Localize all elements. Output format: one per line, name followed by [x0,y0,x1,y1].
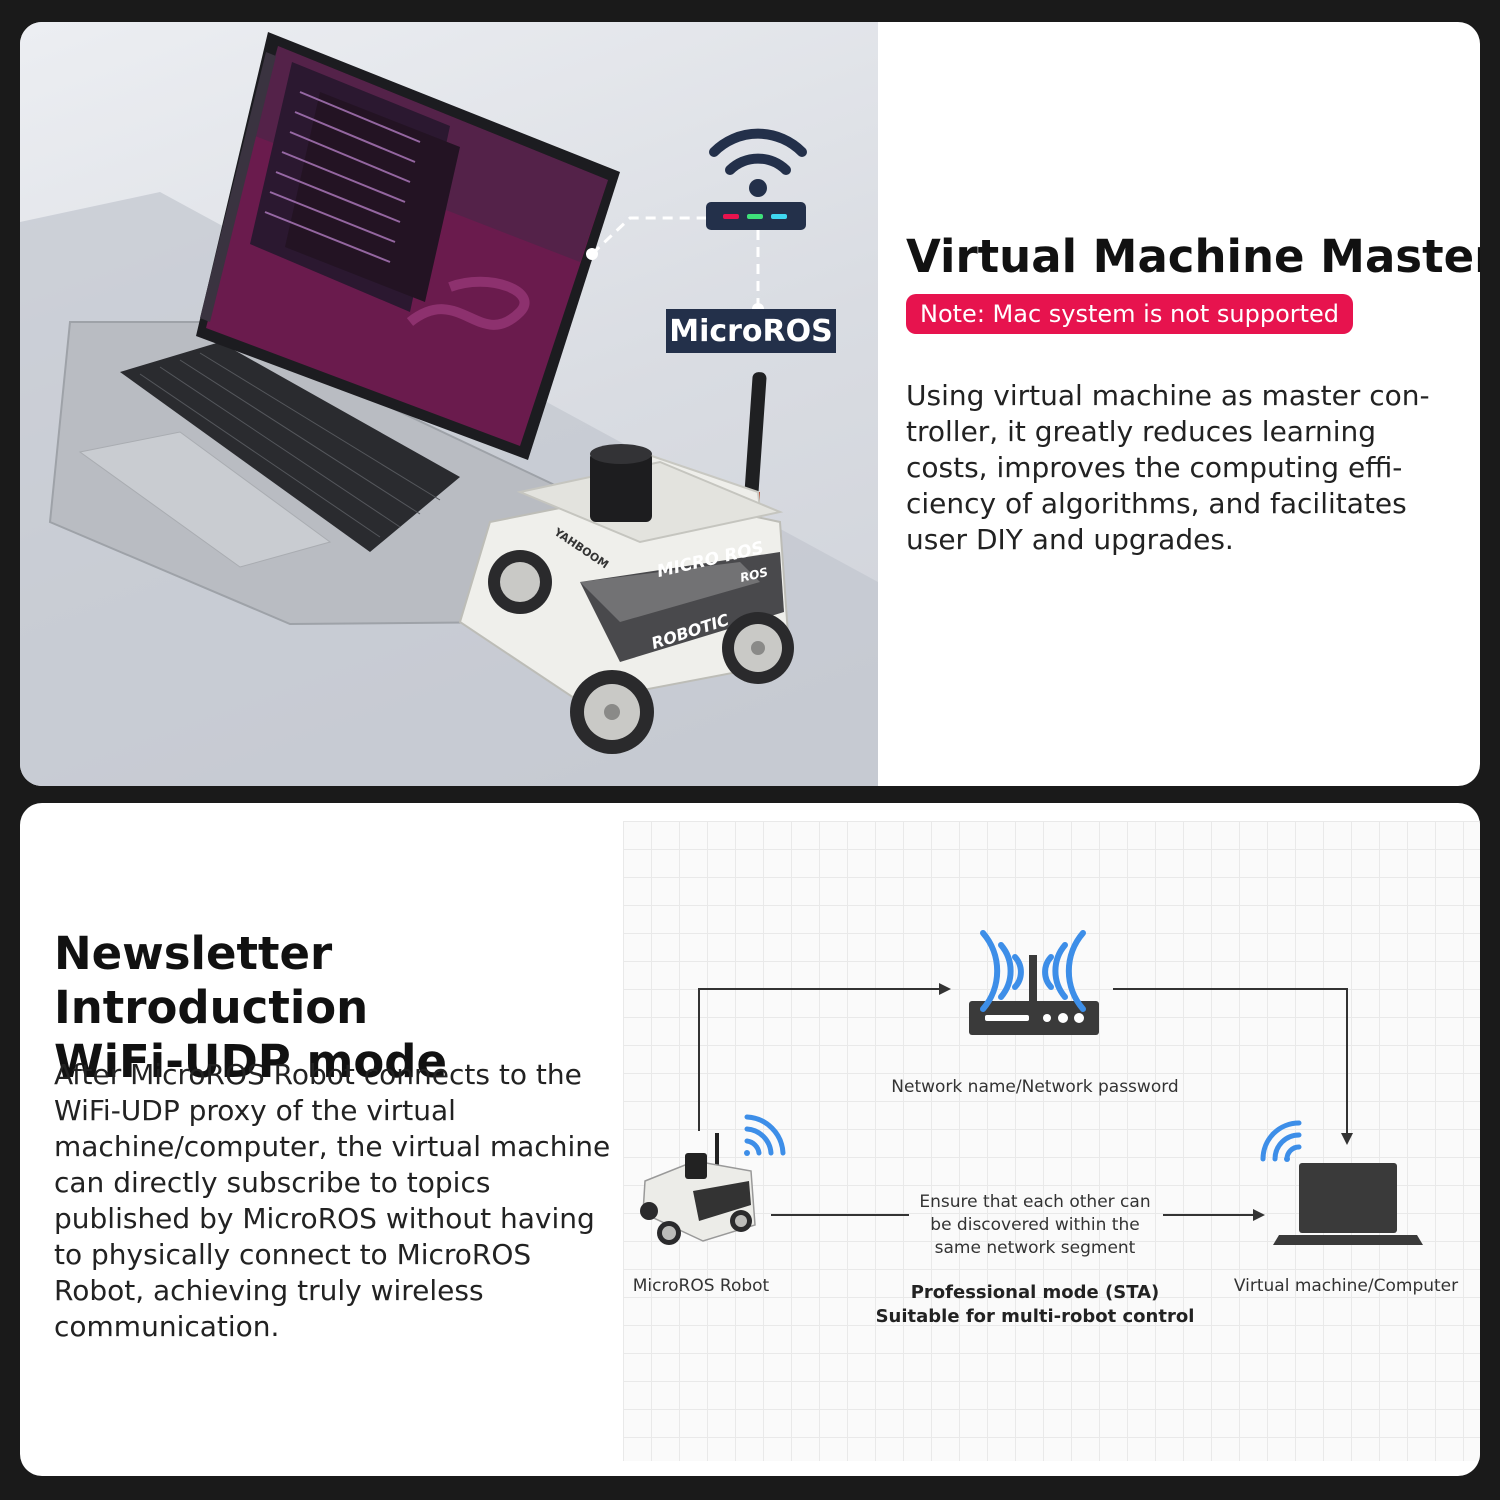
microros-tag: MicroROS [666,309,836,353]
mode-line-2: Suitable for multi-robot control [875,1306,1195,1327]
router-icon [969,930,1099,1035]
mode-line-1: Professional mode (STA) [910,1282,1160,1303]
newsletter-description: After MicroROS Robot connects to the WiF… [54,1058,611,1343]
router-label: Network name/Network password [891,1077,1179,1097]
segment-line-3: same network segment [934,1238,1136,1258]
computer-label: Virtual machine/Computer [1233,1276,1459,1296]
laptop-icon [1273,1163,1423,1245]
newsletter-title-line1: Newsletter Introduction [54,927,369,1034]
robot-label: MicroROS Robot [632,1276,770,1296]
segment-line-2: be discovered within the [930,1215,1140,1235]
note-text: Note: Mac system is not supported [920,300,1340,328]
photo-illustration [20,32,878,786]
robot-small-icon [640,1133,756,1245]
newsletter-panel: Newsletter Introduction WiFi-UDP mode Af… [20,803,1480,1476]
virtual-machine-panel: MICRO ROS ROS ROBOTIC YAHBOOM MicroROS V… [20,22,1480,786]
diagram-graphics [640,930,1423,1245]
virtual-machine-description: Using virtual machine as master con-trol… [906,379,1430,556]
network-segment-note: Ensure that each other can be discovered… [885,1191,1185,1260]
network-diagram: Network name/Network password MicroROS R… [623,821,1480,1461]
computer-wifi-icon [1260,1120,1302,1162]
newsletter-title: Newsletter Introduction WiFi-UDP mode [54,927,634,1089]
newsletter-title-line2: WiFi-UDP mode [54,1035,447,1088]
robot-car [458,372,794,754]
mac-not-supported-note: Note: Mac system is not supported [906,294,1354,334]
virtual-machine-title: Virtual Machine Master [906,230,1480,283]
laptop-robot-photo: MICRO ROS ROS ROBOTIC YAHBOOM MicroROS [20,22,878,786]
segment-line-1: Ensure that each other can [919,1192,1151,1212]
mode-description: Professional mode (STA) Suitable for mul… [875,1281,1195,1329]
robot-wifi-icon [744,1114,786,1156]
